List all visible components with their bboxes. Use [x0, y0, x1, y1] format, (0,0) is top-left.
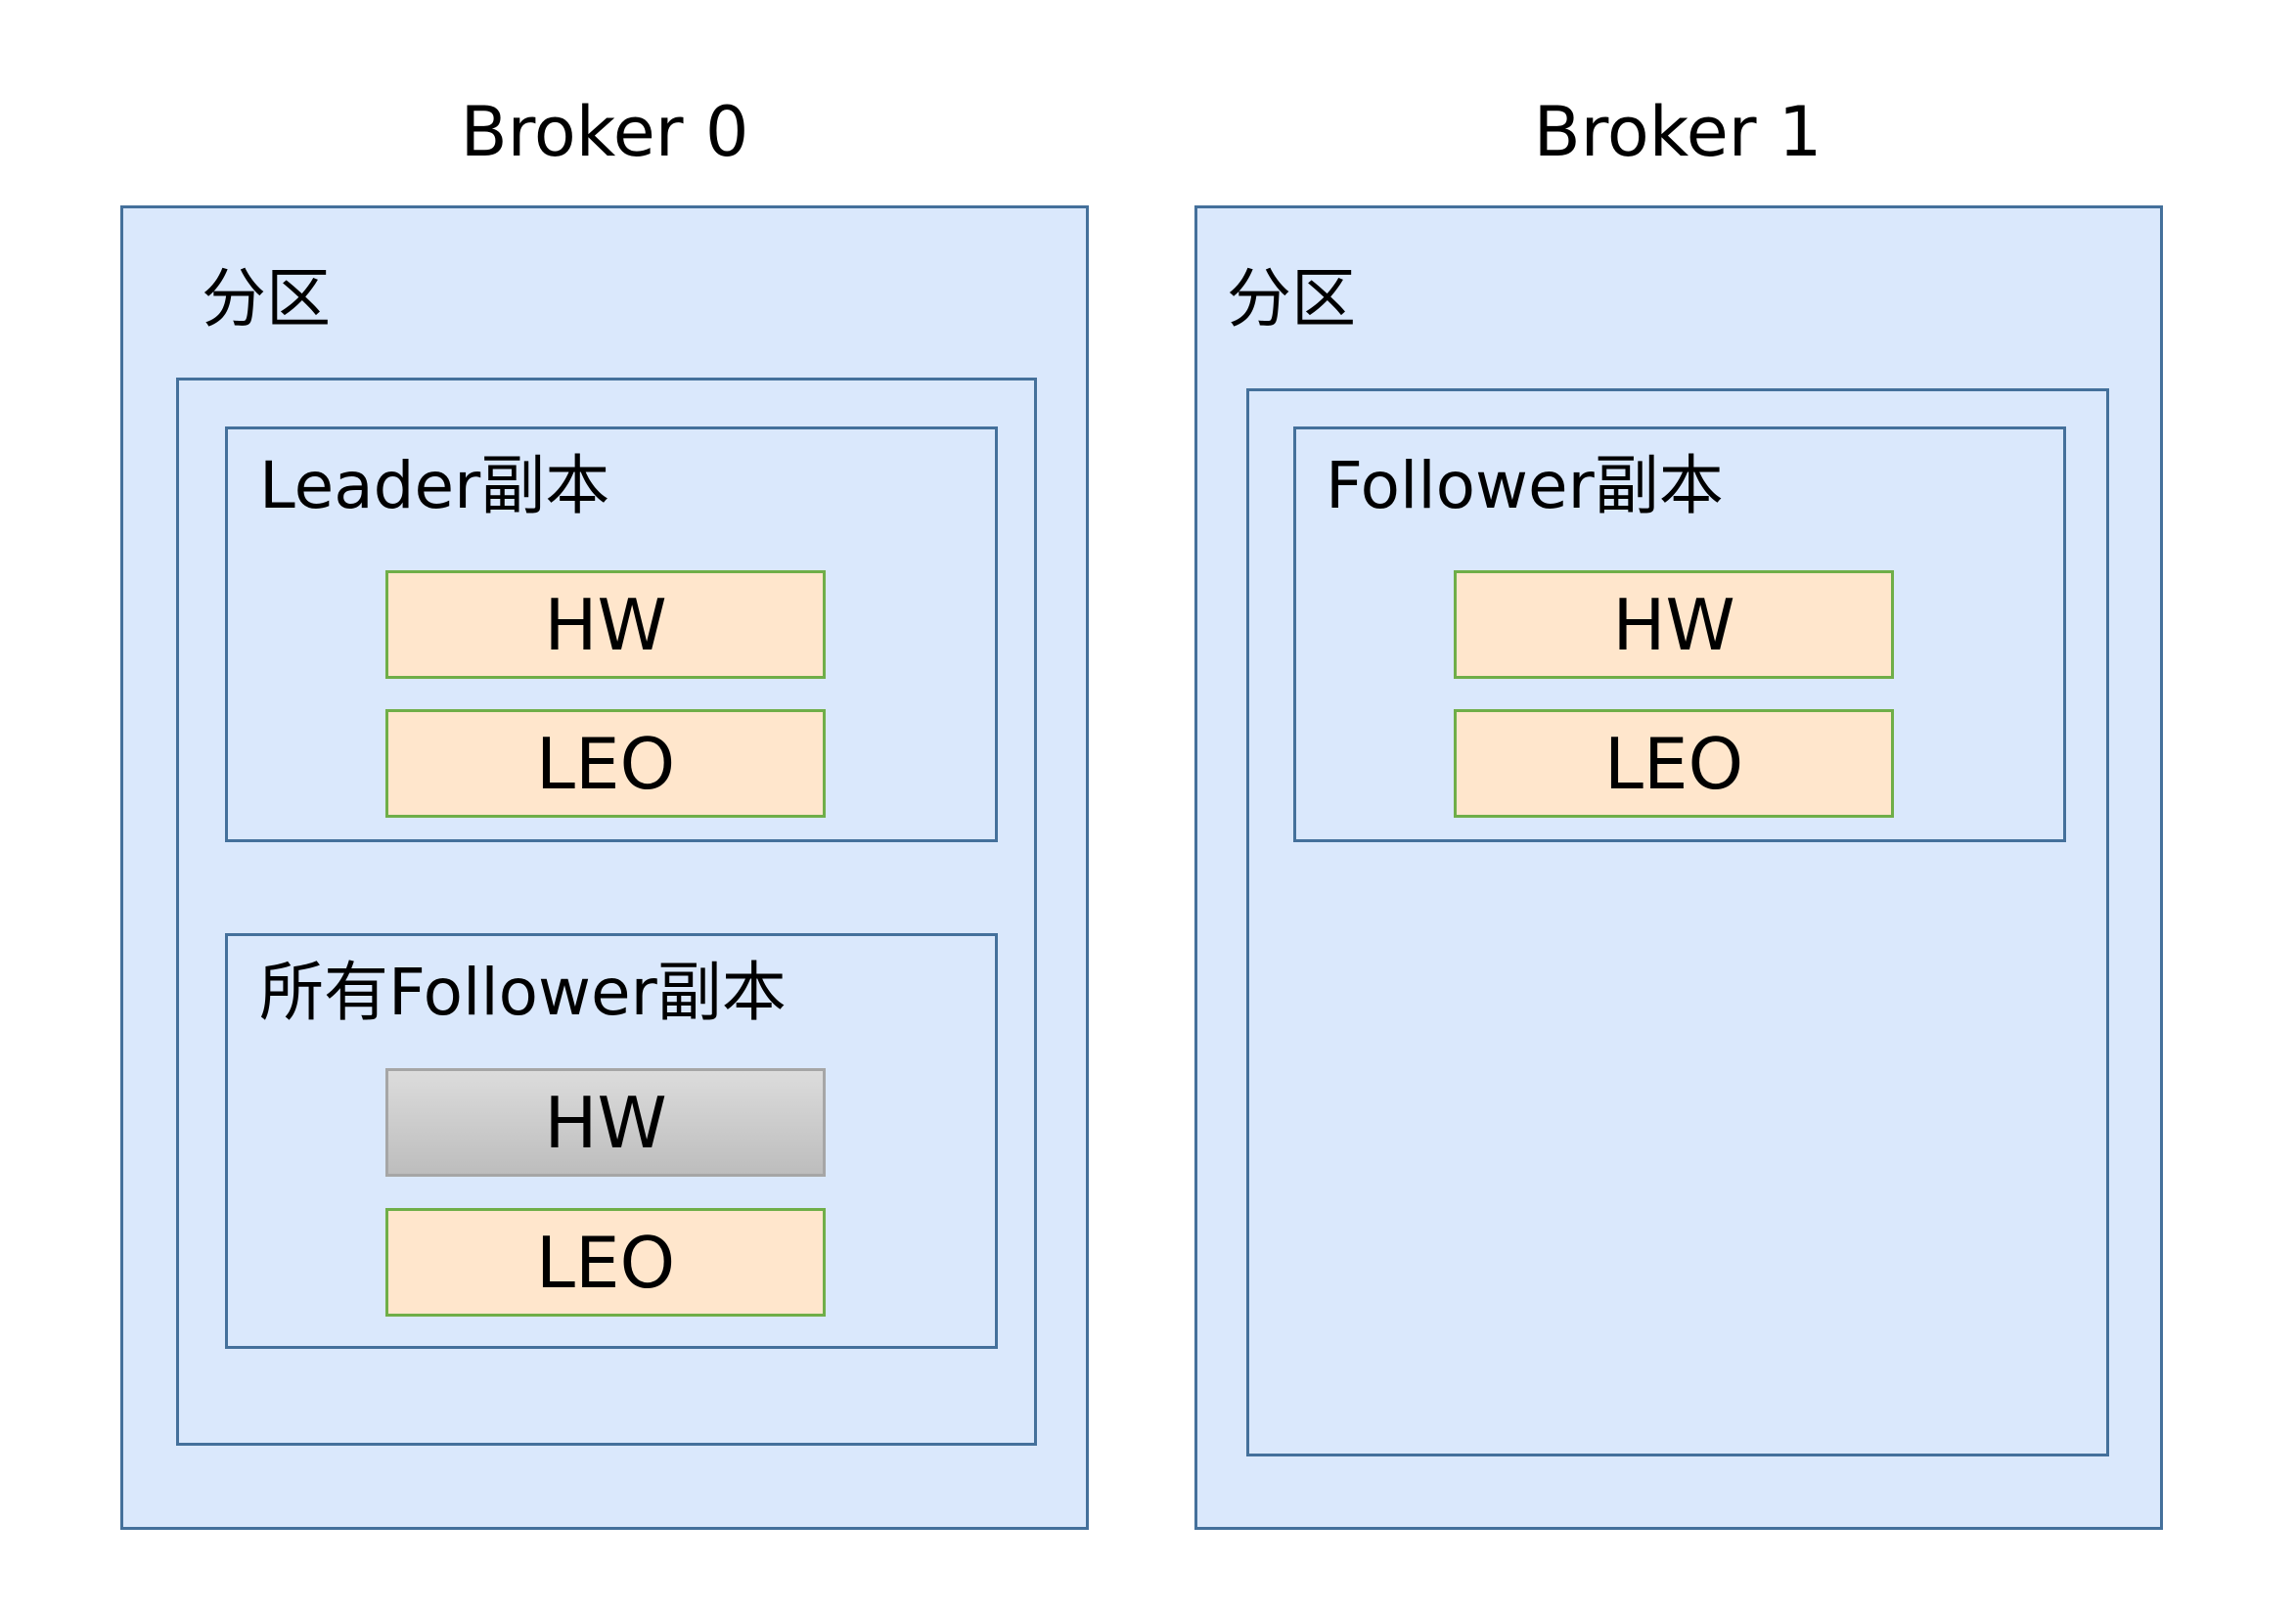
broker-0-title: Broker 0 [460, 92, 749, 172]
followers-leo-box: LEO [385, 1208, 826, 1317]
followers-hw-box: HW [385, 1068, 826, 1177]
followers-replica-label: 所有Follower副本 [259, 955, 787, 1030]
leader-replica-label: Leader副本 [259, 448, 610, 523]
broker-1-partition-label: 分区 [1227, 261, 1356, 336]
follower-hw-box: HW [1454, 570, 1894, 679]
broker-1-title: Broker 1 [1533, 92, 1823, 172]
broker-0-partition-label: 分区 [202, 261, 331, 336]
follower-leo-box: LEO [1454, 709, 1894, 818]
leader-hw-box: HW [385, 570, 826, 679]
follower-replica-label: Follower副本 [1326, 448, 1724, 523]
leader-leo-box: LEO [385, 709, 826, 818]
